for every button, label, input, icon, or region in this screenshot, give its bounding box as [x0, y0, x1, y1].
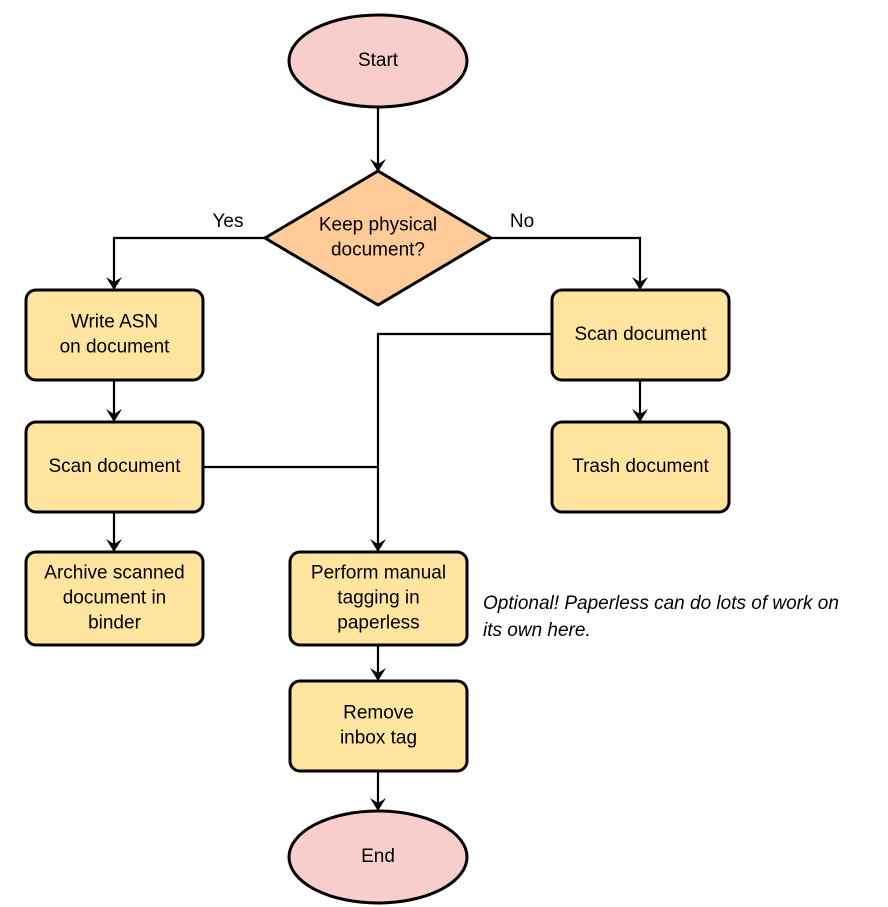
- node-remove-inbox-tag[interactable]: Remove inbox tag: [288, 679, 469, 773]
- edges-layer: Yes No: [106, 107, 648, 811]
- node-label: document in: [63, 588, 167, 609]
- edge-scan-right-to-trash: [632, 380, 648, 422]
- node-perform-manual-tagging[interactable]: Perform manual tagging in paperless: [288, 550, 469, 647]
- annotation-line: Optional! Paperless can do lots of work …: [483, 593, 839, 614]
- edge-line: [112, 236, 265, 284]
- node-end[interactable]: End: [287, 809, 469, 905]
- arrow-head-icon: [106, 277, 122, 290]
- edge-line: [491, 236, 642, 284]
- node-keep-physical-document[interactable]: Keep physical document?: [263, 169, 493, 307]
- process-shape[interactable]: [24, 550, 205, 647]
- process-shape[interactable]: [288, 679, 469, 773]
- decision-shape[interactable]: [263, 169, 493, 307]
- annotations-layer: Optional! Paperless can do lots of work …: [483, 593, 839, 641]
- node-label: Archive scanned: [44, 563, 184, 584]
- arrow-head-icon: [370, 668, 386, 681]
- node-label: Keep physical: [319, 215, 437, 236]
- arrow-head-icon: [106, 539, 122, 552]
- node-label: tagging in: [337, 588, 419, 609]
- process-shape[interactable]: [288, 550, 469, 647]
- arrow-head-icon: [106, 409, 122, 422]
- node-write-asn-on-document[interactable]: Write ASN on document: [24, 288, 205, 382]
- terminator-shape[interactable]: [287, 13, 469, 109]
- edge-write-asn-to-scan-left: [106, 380, 122, 422]
- node-label: on document: [60, 337, 171, 358]
- node-trash-document[interactable]: Trash document: [550, 420, 731, 514]
- node-label: Scan document: [574, 324, 707, 345]
- node-label: Write ASN: [71, 312, 158, 333]
- edge-line: [376, 332, 552, 546]
- node-label: End: [361, 846, 395, 867]
- edge-decision-no-to-scan-right: No: [491, 211, 648, 290]
- edge-scan-right-to-manual-tagging: [370, 332, 552, 552]
- arrow-head-icon: [632, 277, 648, 290]
- node-label: inbox tag: [340, 728, 417, 749]
- node-label: paperless: [337, 613, 419, 634]
- process-shape[interactable]: [550, 288, 731, 382]
- edge-decision-yes-to-write-asn: Yes: [106, 211, 265, 290]
- edge-label-yes: Yes: [213, 211, 244, 232]
- process-shape[interactable]: [550, 420, 731, 514]
- edge-start-to-decision: [370, 107, 386, 172]
- node-label: Scan document: [48, 456, 181, 477]
- node-start[interactable]: Start: [287, 13, 469, 109]
- arrow-head-icon: [370, 798, 386, 811]
- node-label: Start: [358, 50, 399, 71]
- node-label: binder: [88, 613, 141, 634]
- node-archive-scanned-document[interactable]: Archive scanned document in binder: [24, 550, 205, 647]
- node-label: Remove: [343, 703, 414, 724]
- edge-label-no: No: [510, 211, 534, 232]
- arrow-head-icon: [632, 409, 648, 422]
- edge-manual-tagging-to-remove-inbox: [370, 645, 386, 681]
- annotation-optional-note: Optional! Paperless can do lots of work …: [483, 593, 839, 641]
- arrow-head-icon: [370, 539, 386, 552]
- node-scan-document-left[interactable]: Scan document: [24, 420, 205, 514]
- process-shape[interactable]: [24, 288, 205, 382]
- node-scan-document-right[interactable]: Scan document: [550, 288, 731, 382]
- annotation-line: its own here.: [483, 620, 591, 641]
- node-label: Perform manual: [311, 563, 446, 584]
- edge-scan-left-to-archive: [106, 512, 122, 552]
- edge-remove-inbox-to-end: [370, 771, 386, 811]
- arrow-head-icon: [370, 159, 386, 172]
- node-label: document?: [331, 240, 425, 261]
- node-label: Trash document: [572, 456, 709, 477]
- process-shape[interactable]: [24, 420, 205, 514]
- terminator-shape[interactable]: [287, 809, 469, 905]
